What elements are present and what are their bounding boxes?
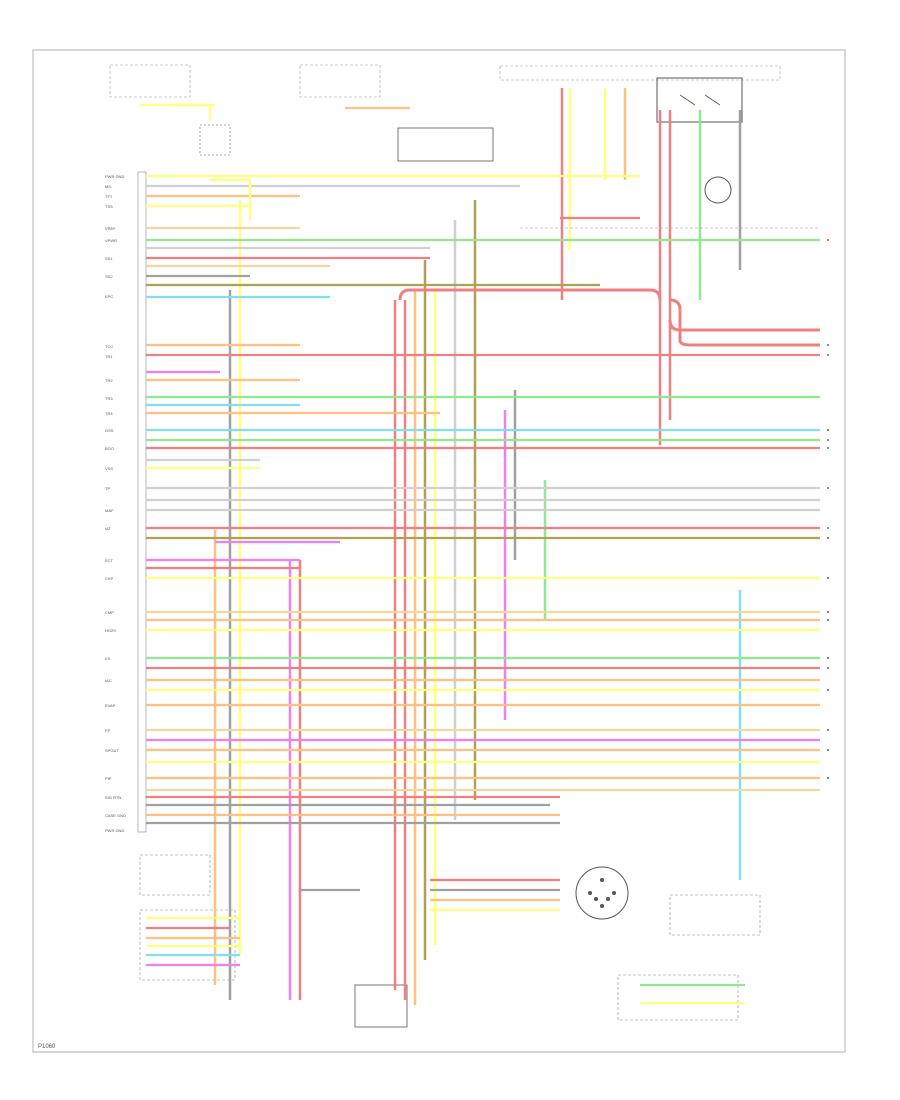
svg-text:FP: FP [105,728,110,733]
fuse-block-mid [299,64,381,98]
svg-text:PWR GND: PWR GND [105,828,124,833]
trans-range-box [354,984,408,1028]
svg-text:VREF: VREF [105,226,116,231]
pcm-connector [137,171,147,833]
trans-switch-box [669,894,761,936]
svg-text:EPC: EPC [105,294,113,299]
svg-text:TSS: TSS [105,204,113,209]
svg-text:ECT: ECT [105,558,114,563]
svg-text:CKP: CKP [105,576,114,581]
svg-text:CMP: CMP [105,610,114,615]
right-pin-markers [827,239,829,779]
svg-text:PWR GND: PWR GND [105,174,124,179]
svg-text:CASE GND: CASE GND [105,813,126,818]
output-shaft-sensor [575,866,629,920]
vertical-wires [213,88,742,1005]
svg-text:MIL: MIL [105,184,112,189]
horizontal-wires [140,103,820,1005]
svg-text:SS1: SS1 [105,256,113,261]
svg-text:TR2: TR2 [105,378,113,383]
svg-text:OSS: OSS [105,428,114,433]
diagram-border [32,49,846,1053]
pcm-pin-labels: PWR GND MIL TFT TSS VREF VPWR SS1 SS2 EP… [105,174,126,833]
svg-text:SPOUT: SPOUT [105,748,119,753]
trans-solenoid-box [397,127,494,162]
svg-text:VPWR: VPWR [105,238,117,243]
svg-text:KS: KS [105,656,111,661]
footer-code: P1060 [38,1044,56,1050]
svg-text:VSS: VSS [105,466,113,471]
svg-text:MAF: MAF [105,508,114,513]
svg-text:IAT: IAT [105,526,111,531]
svg-text:BOO: BOO [105,446,114,451]
svg-text:TCC: TCC [105,344,113,349]
svg-text:EVAP: EVAP [105,703,116,708]
speed-control-box [139,854,211,896]
svg-text:TP: TP [105,486,110,491]
svg-text:TFT: TFT [105,194,113,199]
svg-text:TR3: TR3 [105,396,113,401]
power-feed-yellow [170,103,252,220]
switch-box [617,974,739,1021]
svg-text:PIP: PIP [105,776,112,781]
fuse-block-right [499,65,781,81]
svg-text:TR4: TR4 [105,411,113,416]
svg-text:SS2: SS2 [105,274,113,279]
sensor-box [199,124,231,156]
fuel-pump-symbol [704,176,732,204]
svg-text:SIG RTN: SIG RTN [105,795,121,800]
power-feed [398,288,820,347]
svg-text:IAC: IAC [105,678,112,683]
fuse-block-left [109,64,191,98]
svg-text:TR1: TR1 [105,354,113,359]
svg-text:HO2S: HO2S [105,628,116,633]
